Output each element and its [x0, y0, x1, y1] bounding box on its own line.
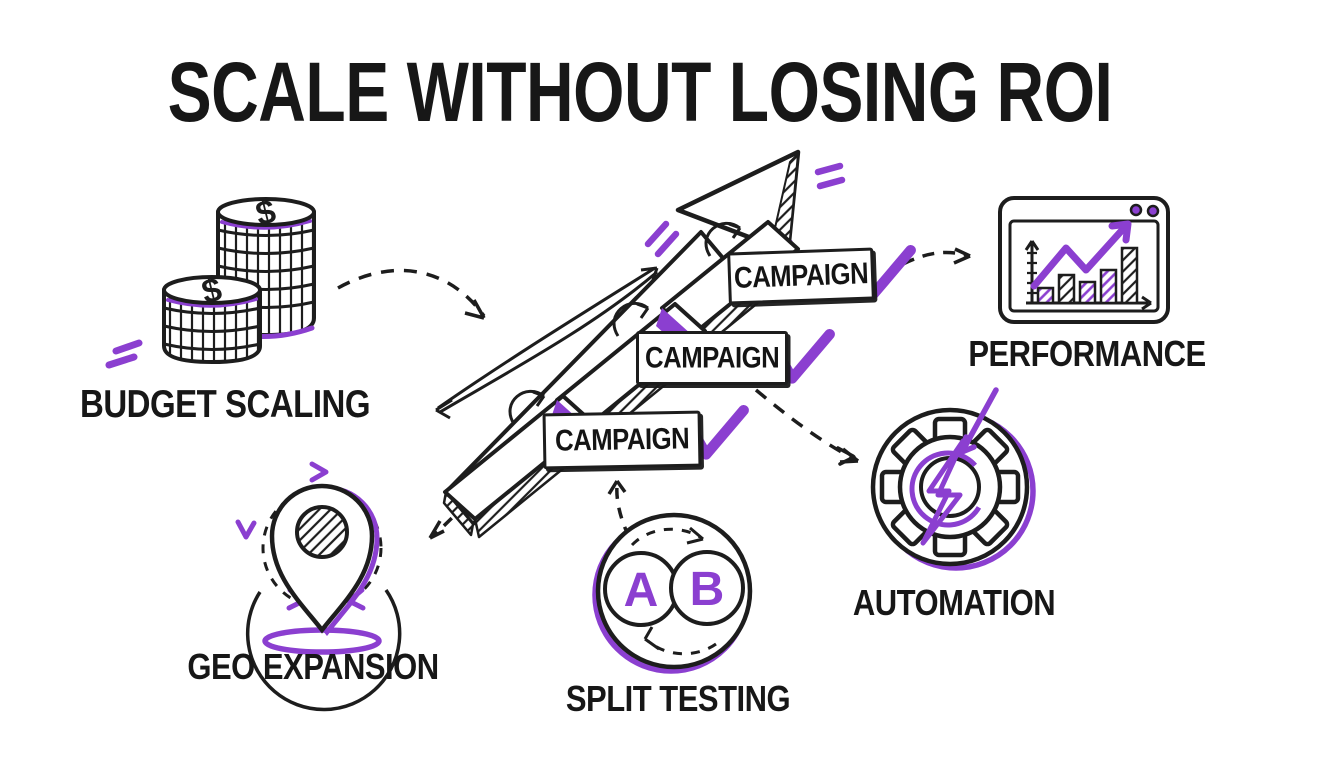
split-testing-label: SPLIT TESTING [565, 677, 791, 720]
ab-circles-icon: A B [592, 512, 753, 674]
cycle-arrows [630, 526, 717, 656]
flow-arrow-budget-to-stairs [337, 268, 486, 320]
geo-expansion-label: GEO EXPANSION [187, 645, 439, 688]
gear-lightning-icon [836, 387, 1036, 571]
purple-strike-arrow [959, 387, 999, 455]
analytics-window-icon [998, 196, 1170, 324]
curl-arrow-step-3 [704, 221, 742, 257]
coin-stacks-icon: $ $ [105, 192, 316, 369]
campaign-step-label: CAMPAIGN [644, 340, 780, 375]
performance-label: PERFORMANCE [968, 332, 1206, 375]
budget-scaling-label: BUDGET SCALING [80, 381, 371, 426]
coin-stack-short: $ [162, 270, 262, 365]
variant-b-letter: B [690, 563, 725, 616]
campaign-step-box-1: CAMPAIGN [542, 410, 702, 470]
curl-arrow-step-2 [612, 301, 650, 337]
trend-up-arrow [1030, 220, 1132, 290]
window-dot [1146, 204, 1160, 218]
campaign-step-box-3: CAMPAIGN [727, 247, 875, 305]
arrow-shaft-bottom-edge [442, 490, 475, 537]
flow-arrow-campaign-to-performance [902, 247, 971, 266]
variant-a-letter: A [624, 564, 659, 617]
accent-slashes [105, 339, 143, 369]
campaign-step-label: CAMPAIGN [733, 256, 869, 295]
curl-arrow-step-1 [508, 389, 546, 425]
campaign-step-label: CAMPAIGN [554, 421, 690, 458]
page-title: SCALE WITHOUT LOSING ROI [167, 45, 1113, 140]
flow-arrow-split-to-stairs [607, 479, 631, 538]
chart-bars [1036, 246, 1139, 305]
accent-slashes [644, 162, 846, 258]
swoosh-curve-arrow [435, 266, 659, 420]
location-pin-icon [235, 461, 402, 712]
campaign-step-box-2: CAMPAIGN [636, 331, 788, 385]
automation-label: AUTOMATION [852, 581, 1056, 624]
lightning-bolt [920, 438, 966, 546]
window-dot [1129, 203, 1143, 217]
chevron-accent [836, 446, 856, 466]
